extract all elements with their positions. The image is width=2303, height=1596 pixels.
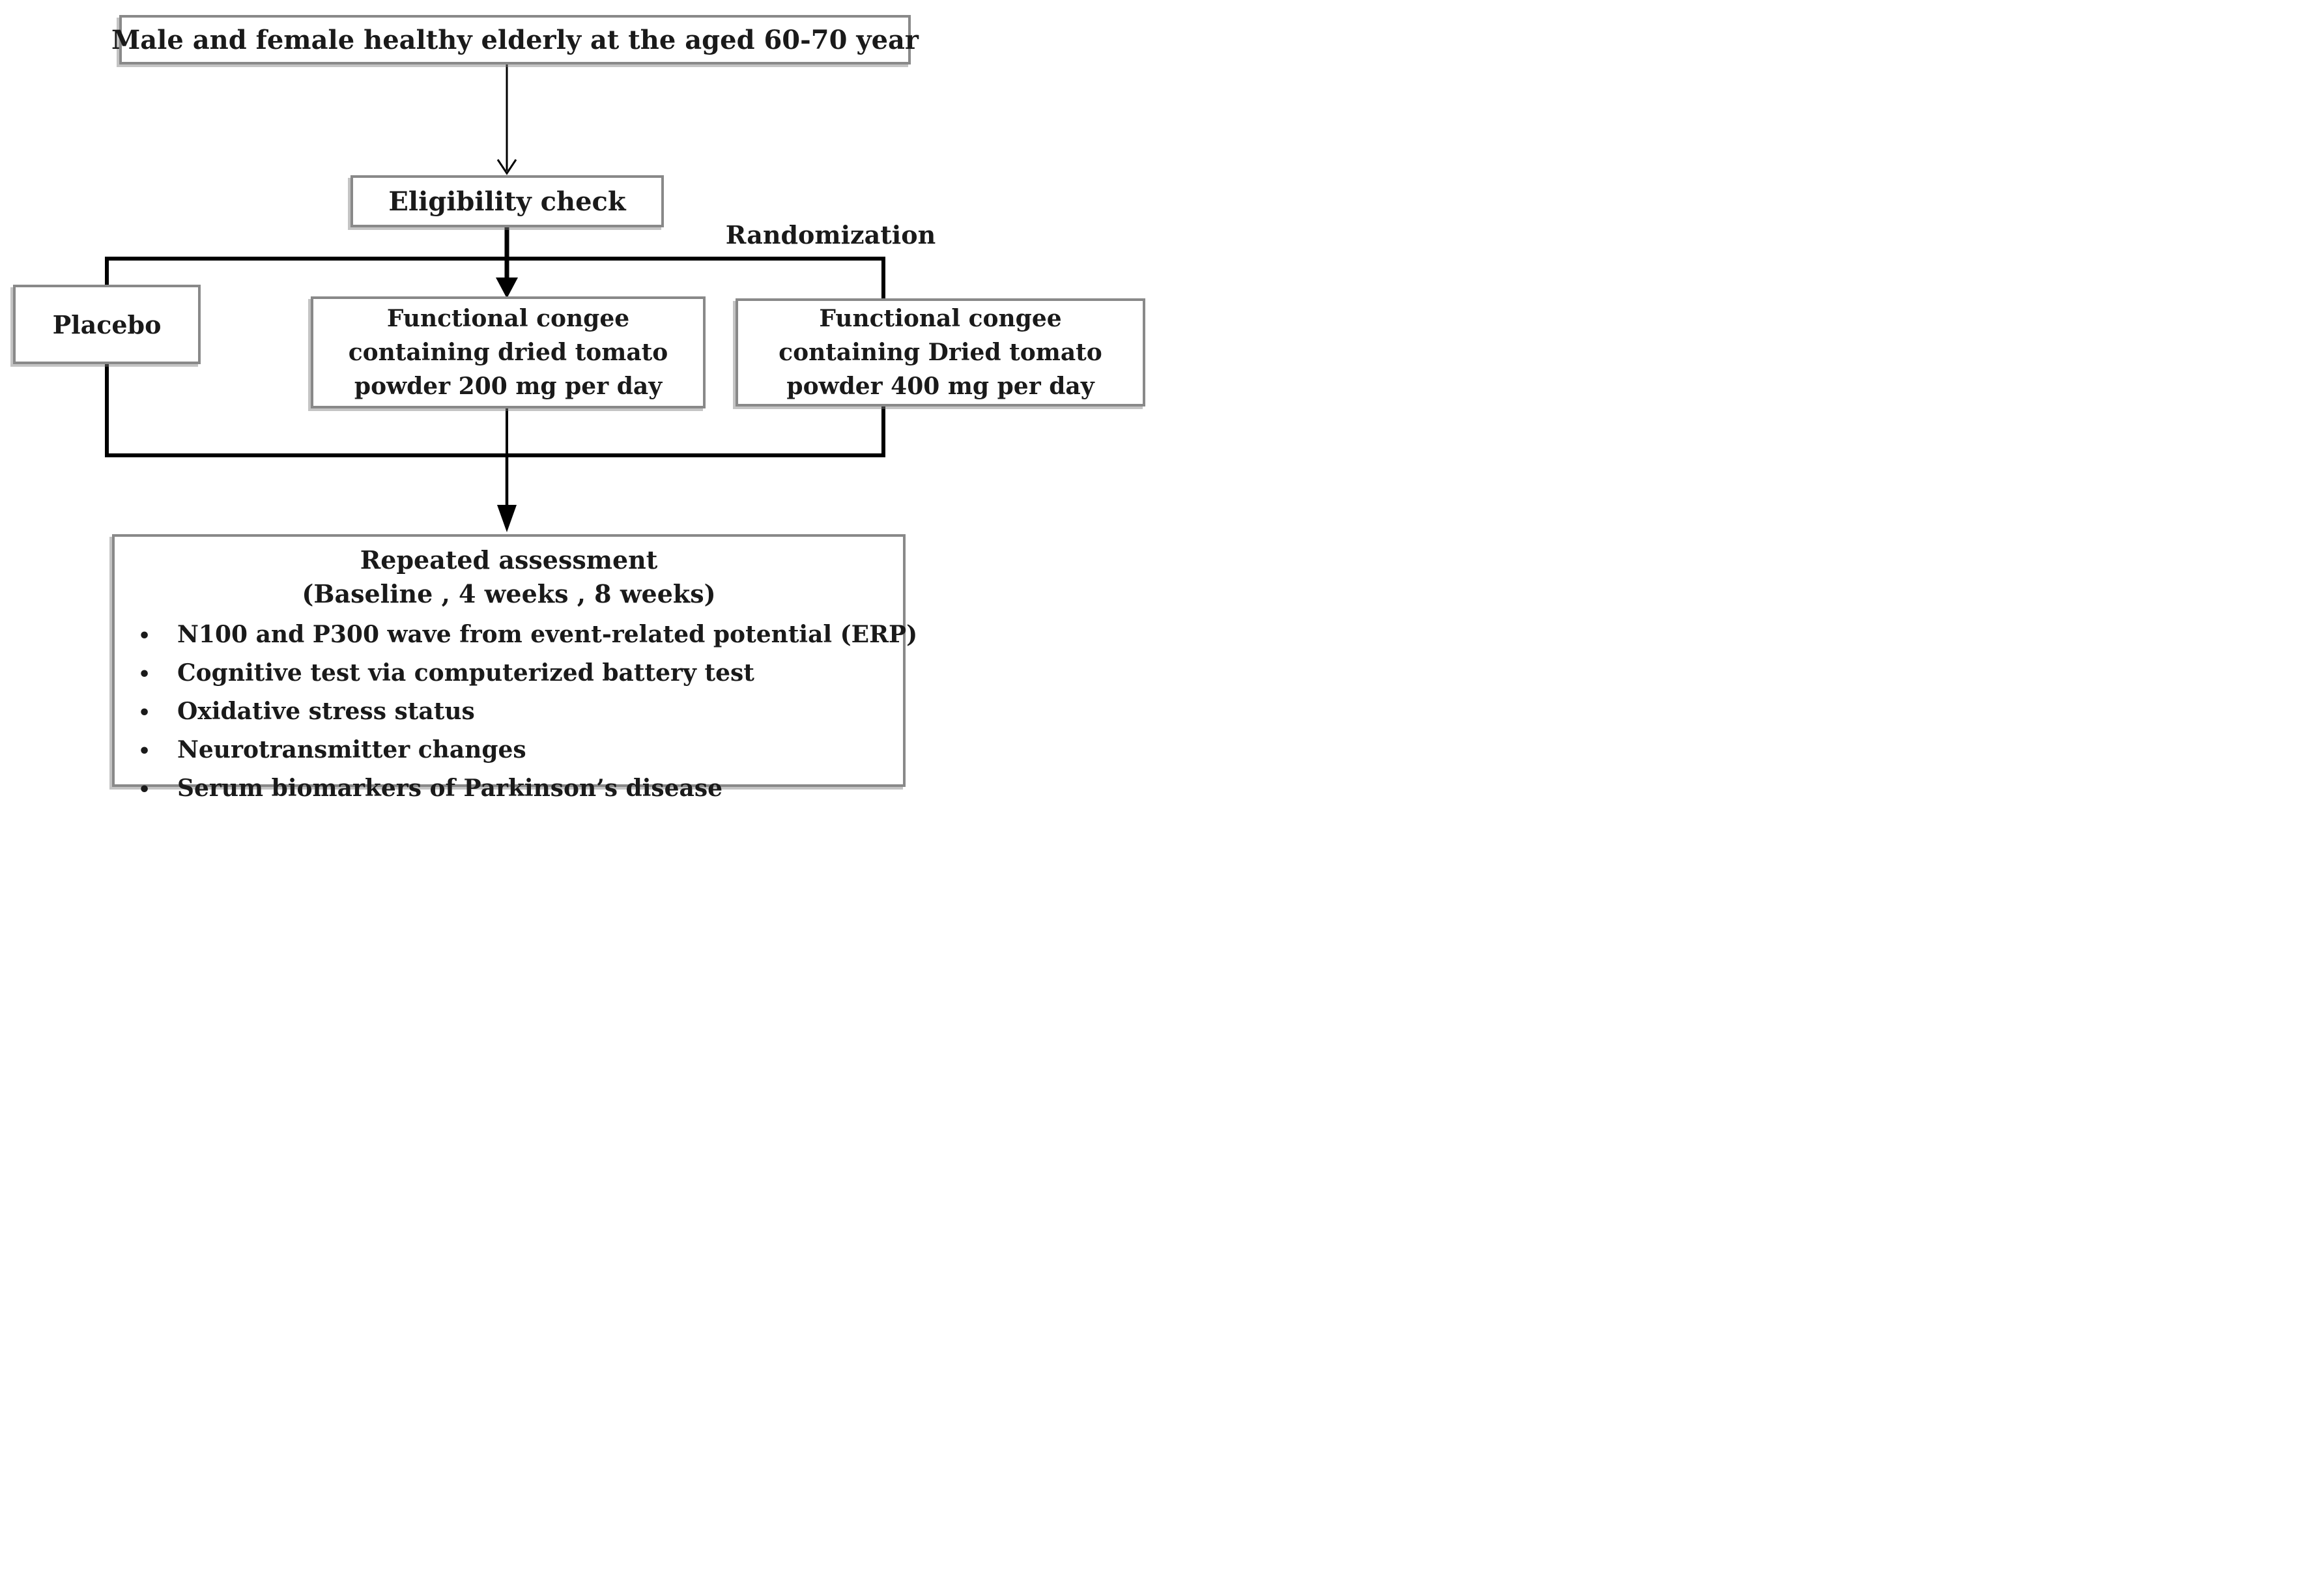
randomization-label: Randomization [725,220,936,249]
bullet-icon: • [138,625,151,648]
arrowhead-open-icon [496,159,517,175]
arm-400mg-box: Functional congee containing Dried tomat… [736,298,1145,406]
arm-200mg-box: Functional congee containing dried tomat… [311,296,706,408]
flow-connectors [105,64,885,532]
arm-200mg-line-1: Functional congee [386,305,630,332]
list-item: • Neurotransmitter changes [115,732,903,770]
placebo-label: Placebo [52,309,162,339]
assessment-item-oxidative: Oxidative stress status [177,698,475,725]
assessment-subtitle: (Baseline , 4 weeks , 8 weeks) [302,579,716,608]
assessment-item-cognitive: Cognitive test via computerized battery … [177,659,754,687]
arrowhead-solid-icon [496,278,518,298]
arm-400mg-line-2: containing Dried tomato [779,339,1102,366]
eligibility-box: Eligibility check [350,175,664,227]
arm-200mg-line-2: containing dried tomato [348,339,668,366]
bullet-icon: • [138,778,151,798]
placebo-arm-box: Placebo [13,285,201,364]
list-item: • Oxidative stress status [115,693,903,732]
study-flow-diagram: Male and female healthy elderly at the a… [0,0,1151,798]
list-item: • N100 and P300 wave from event-related … [115,616,917,655]
arrowhead-solid-icon [497,505,517,532]
list-item: • Serum biomarkers of Parkinson’s diseas… [115,770,903,798]
bullet-icon: • [138,740,151,763]
assessment-item-serum: Serum biomarkers of Parkinson’s disease [177,775,723,798]
arm-400mg-line-1: Functional congee [819,305,1062,332]
list-item: • Cognitive test via computerized batter… [115,655,903,693]
assessment-box: Repeated assessment (Baseline , 4 weeks … [112,534,917,798]
bullet-icon: • [138,663,151,686]
population-label: Male and female healthy elderly at the a… [111,24,919,55]
arm-200mg-line-3: powder 200 mg per day [354,373,663,400]
population-box: Male and female healthy elderly at the a… [111,15,919,64]
assessment-item-neurotransmitter: Neurotransmitter changes [177,736,526,763]
eligibility-label: Eligibility check [388,186,626,217]
randomization-frame [105,257,885,457]
assessment-item-erp: N100 and P300 wave from event-related po… [177,621,918,648]
arm-400mg-line-3: powder 400 mg per day [786,373,1094,400]
assessment-list: • N100 and P300 wave from event-related … [115,616,917,798]
bullet-icon: • [138,702,151,724]
assessment-title: Repeated assessment [360,545,658,575]
